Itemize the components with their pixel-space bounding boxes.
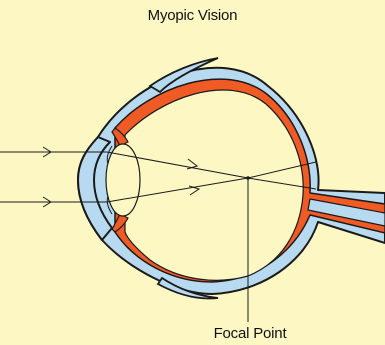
focal-point-label: Focal Point xyxy=(190,325,310,342)
vitreous-chamber xyxy=(125,90,303,280)
